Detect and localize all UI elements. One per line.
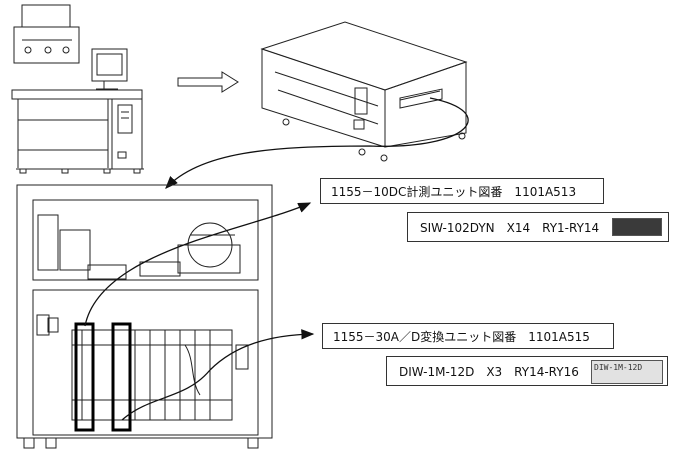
leader-curve-bottom [121,329,315,421]
highlight-box-right [111,322,132,432]
module-photo-bottom-text: DIW-1M-12D [594,363,643,372]
highlight-box-left [74,322,95,432]
cabinet-front-illustration [16,184,273,449]
module-photo-bottom: DIW-1M-12D [591,360,663,384]
cabinet-isometric-illustration [260,21,468,162]
zoom-connector-curve [165,97,469,189]
module-photo-top [612,218,662,236]
callout-bottom-title: 1155－30A／D変換ユニット図番 1101A515 [322,323,614,349]
hollow-arrow-icon [177,71,239,93]
callout-top-title: 1155－10DC計測ユニット図番 1101A513 [320,178,604,204]
test-machine-illustration [11,4,144,174]
leader-curve-top [84,202,312,327]
